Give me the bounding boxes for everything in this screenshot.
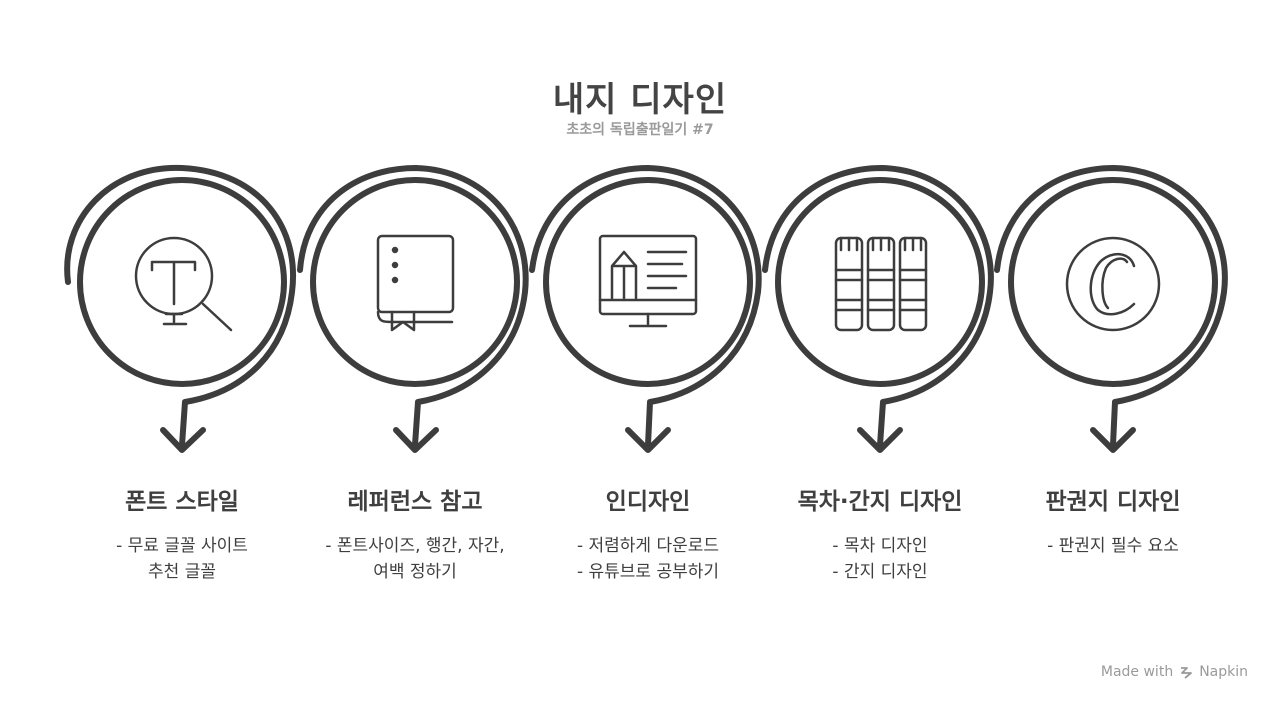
arrow-head-5 (1090, 427, 1136, 453)
step-item: - 간지 디자인 (832, 562, 928, 582)
step-label-1: 폰트 스타일 (125, 489, 239, 515)
page-title: 내지 디자인 (552, 80, 728, 120)
step-circle-4 (775, 177, 985, 387)
swirl-arc-4 (762, 165, 994, 448)
step-circle-3 (543, 177, 753, 387)
made-with-label: Made with (1100, 664, 1174, 680)
arrow-head-1 (160, 427, 206, 453)
made-with-napkin[interactable]: Made with Napkin (1101, 664, 1248, 680)
book-bookmark-icon (376, 234, 455, 332)
step-circle-1 (77, 177, 287, 387)
step-item: - 무료 글꼴 사이트 (116, 536, 248, 556)
page-subtitle: 초초의 독립출판일기 #7 (566, 122, 714, 138)
step-circle-2 (310, 177, 520, 387)
step-items-5: - 판권지 필수 요소 (998, 533, 1228, 559)
swirl-arc-3 (529, 165, 762, 448)
step-items-4: - 목차 디자인 - 간지 디자인 (765, 533, 995, 585)
copyright-icon (1065, 236, 1161, 332)
step-items-3: - 저렴하게 다운로드 - 유튜브로 공부하기 (533, 533, 763, 585)
step-item: 추천 글꼴 (148, 562, 216, 582)
arrow-head-4 (857, 427, 903, 453)
step-items-2: - 폰트사이즈, 행간, 자간, 여백 정하기 (300, 533, 530, 585)
napkin-brand: Napkin (1199, 664, 1248, 680)
step-circle-5 (1008, 177, 1218, 387)
step-items-1: - 무료 글꼴 사이트 추천 글꼴 (67, 533, 297, 585)
arrow-head-2 (393, 427, 439, 453)
napkin-logo-icon (1179, 665, 1193, 679)
font-magnifier-icon (134, 236, 233, 332)
swirl-arc-1 (64, 164, 296, 448)
step-label-3: 인디자인 (605, 489, 691, 515)
step-item: 여백 정하기 (373, 562, 457, 582)
swirl-arc-5 (994, 165, 1228, 448)
step-label-2: 레퍼런스 참고 (347, 489, 483, 515)
step-label-4: 목차·간지 디자인 (797, 489, 963, 515)
step-label-5: 판권지 디자인 (1045, 489, 1181, 515)
book-spines-icon (834, 236, 928, 332)
step-item: - 판권지 필수 요소 (1047, 536, 1179, 556)
monitor-pencil-icon (598, 234, 698, 328)
step-item: - 저렴하게 다운로드 (576, 536, 720, 556)
arrow-head-3 (625, 427, 671, 453)
step-item: - 폰트사이즈, 행간, 자간, (325, 536, 505, 556)
step-item: - 유튜브로 공부하기 (576, 562, 720, 582)
swirl-arc-2 (297, 165, 529, 448)
step-item: - 목차 디자인 (832, 536, 928, 556)
